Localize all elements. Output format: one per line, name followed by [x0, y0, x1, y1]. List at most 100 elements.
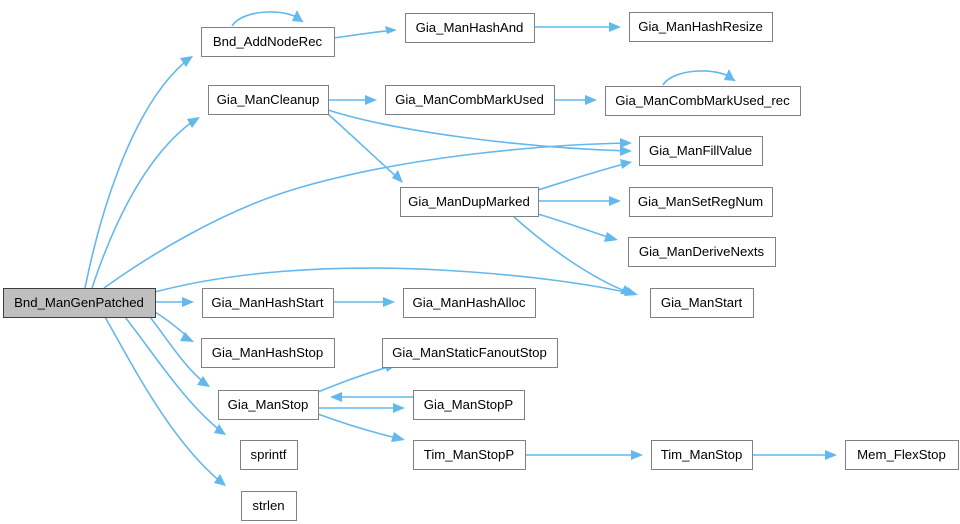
node-box[interactable] [202, 288, 334, 318]
call-edge [534, 22, 621, 32]
call-edge [554, 95, 597, 105]
edge-line [512, 215, 631, 294]
node-box[interactable] [208, 85, 329, 115]
node-box[interactable] [629, 187, 773, 217]
edge-arrowhead-icon [631, 450, 643, 460]
node-label: Gia_ManHashResize [638, 19, 763, 34]
node-label: Gia_ManCombMarkUsed [395, 92, 544, 107]
node-box[interactable] [385, 85, 555, 115]
node-box[interactable] [413, 390, 525, 420]
node-box[interactable] [218, 390, 319, 420]
graph-node-gia_manhashalloc[interactable]: Gia_ManHashAlloc [403, 288, 536, 318]
edge-arrowhead-icon [392, 170, 403, 183]
node-label: Bnd_ManGenPatched [14, 295, 144, 310]
call-edge [333, 297, 395, 307]
graph-node-mem_flexstop[interactable]: Mem_FlexStop [845, 440, 959, 470]
node-label: sprintf [251, 447, 287, 462]
node-box[interactable] [628, 237, 776, 267]
graph-node-gia_manstopp[interactable]: Gia_ManStopP [413, 390, 525, 420]
graph-node-tim_manstopp[interactable]: Tim_ManStopP [413, 440, 526, 470]
node-box[interactable] [403, 288, 536, 318]
graph-node-gia_manhashresize[interactable]: Gia_ManHashResize [629, 12, 773, 42]
call-edge [154, 311, 194, 342]
graph-node-gia_manderivenexts[interactable]: Gia_ManDeriveNexts [628, 237, 776, 267]
edge-line [317, 413, 402, 440]
call-edge [327, 109, 632, 156]
edge-arrowhead-icon [391, 432, 405, 442]
edge-line [231, 11, 304, 27]
edge-line [124, 316, 223, 433]
node-label: Gia_ManStopP [424, 397, 514, 412]
node-label: Mem_FlexStop [857, 447, 946, 462]
node-box[interactable] [201, 338, 335, 368]
call-edge [537, 213, 618, 242]
graph-node-gia_manhashstop[interactable]: Gia_ManHashStop [201, 338, 335, 368]
call-edge [104, 316, 226, 486]
call-edge [317, 413, 405, 442]
node-label: Gia_ManSetRegNum [638, 194, 763, 209]
node-box[interactable] [382, 338, 558, 368]
graph-node-bnd_mangenpatched[interactable]: Bnd_ManGenPatched [3, 288, 156, 318]
graph-node-gia_manhashand[interactable]: Gia_ManHashAnd [405, 13, 535, 43]
call-edge [662, 69, 736, 86]
node-box[interactable] [413, 440, 526, 470]
nodes-layer: Bnd_AddNodeRec Gia_ManHashAnd Gia_ManHashR… [3, 12, 959, 521]
node-label: Gia_ManCleanup [217, 92, 320, 107]
node-label: Gia_ManCombMarkUsed_rec [615, 93, 790, 108]
edge-line [333, 29, 396, 39]
node-box[interactable] [241, 491, 297, 521]
node-box[interactable] [201, 27, 335, 57]
node-label: Gia_ManStart [661, 295, 743, 310]
node-box[interactable] [3, 288, 156, 318]
node-label: Gia_ManDupMarked [408, 194, 530, 209]
graph-node-tim_manstop[interactable]: Tim_ManStop [651, 440, 753, 470]
node-label: Tim_ManStop [661, 447, 743, 462]
graph-node-gia_mancleanup[interactable]: Gia_ManCleanup [208, 85, 329, 115]
edge-arrowhead-icon [330, 392, 342, 402]
edge-line [149, 316, 207, 385]
node-box[interactable] [845, 440, 959, 470]
graph-node-gia_manstart[interactable]: Gia_ManStart [650, 288, 754, 318]
call-edge [84, 56, 193, 289]
graph-node-gia_manstop[interactable]: Gia_ManStop [218, 390, 319, 420]
edge-arrowhead-icon [214, 424, 226, 435]
call-edge [328, 95, 377, 105]
node-box[interactable] [651, 440, 753, 470]
graph-node-gia_mandupmarked[interactable]: Gia_ManDupMarked [400, 187, 539, 217]
node-box[interactable] [639, 136, 763, 166]
node-box[interactable] [240, 440, 298, 470]
edge-arrowhead-icon [620, 159, 632, 169]
call-edge [149, 316, 210, 387]
node-box[interactable] [605, 86, 801, 116]
graph-node-gia_manstaticfanoutstop[interactable]: Gia_ManStaticFanoutStop [382, 338, 558, 368]
edge-arrowhead-icon [292, 10, 303, 22]
call-edge [103, 138, 632, 289]
edge-arrowhead-icon [197, 376, 210, 387]
call-edge [327, 113, 403, 183]
node-box[interactable] [629, 12, 773, 42]
edge-line [537, 162, 629, 191]
edge-arrowhead-icon [585, 95, 597, 105]
call-edge [752, 450, 837, 460]
graph-node-strlen[interactable]: strlen [241, 491, 297, 521]
node-label: Gia_ManFillValue [649, 143, 752, 158]
edge-arrowhead-icon [609, 196, 621, 206]
graph-node-gia_manfillvalue[interactable]: Gia_ManFillValue [639, 136, 763, 166]
graph-node-sprintf[interactable]: sprintf [240, 440, 298, 470]
edge-arrowhead-icon [365, 95, 377, 105]
node-box[interactable] [400, 187, 539, 217]
edge-line [317, 365, 393, 393]
edge-arrowhead-icon [214, 474, 226, 486]
call-edge [154, 267, 638, 296]
call-edge [91, 117, 200, 289]
graph-node-gia_manhashstart[interactable]: Gia_ManHashStart [202, 288, 334, 318]
edge-arrowhead-icon [604, 232, 618, 242]
graph-node-bnd_addnoderec[interactable]: Bnd_AddNodeRec [201, 27, 335, 57]
graph-node-gia_mancombmarkused[interactable]: Gia_ManCombMarkUsed [385, 85, 555, 115]
graph-node-gia_mansetregnum[interactable]: Gia_ManSetRegNum [629, 187, 773, 217]
node-box[interactable] [650, 288, 754, 318]
node-box[interactable] [405, 13, 535, 43]
graph-node-gia_mancombmarkused_rec[interactable]: Gia_ManCombMarkUsed_rec [605, 86, 801, 116]
call-edge [538, 196, 621, 206]
